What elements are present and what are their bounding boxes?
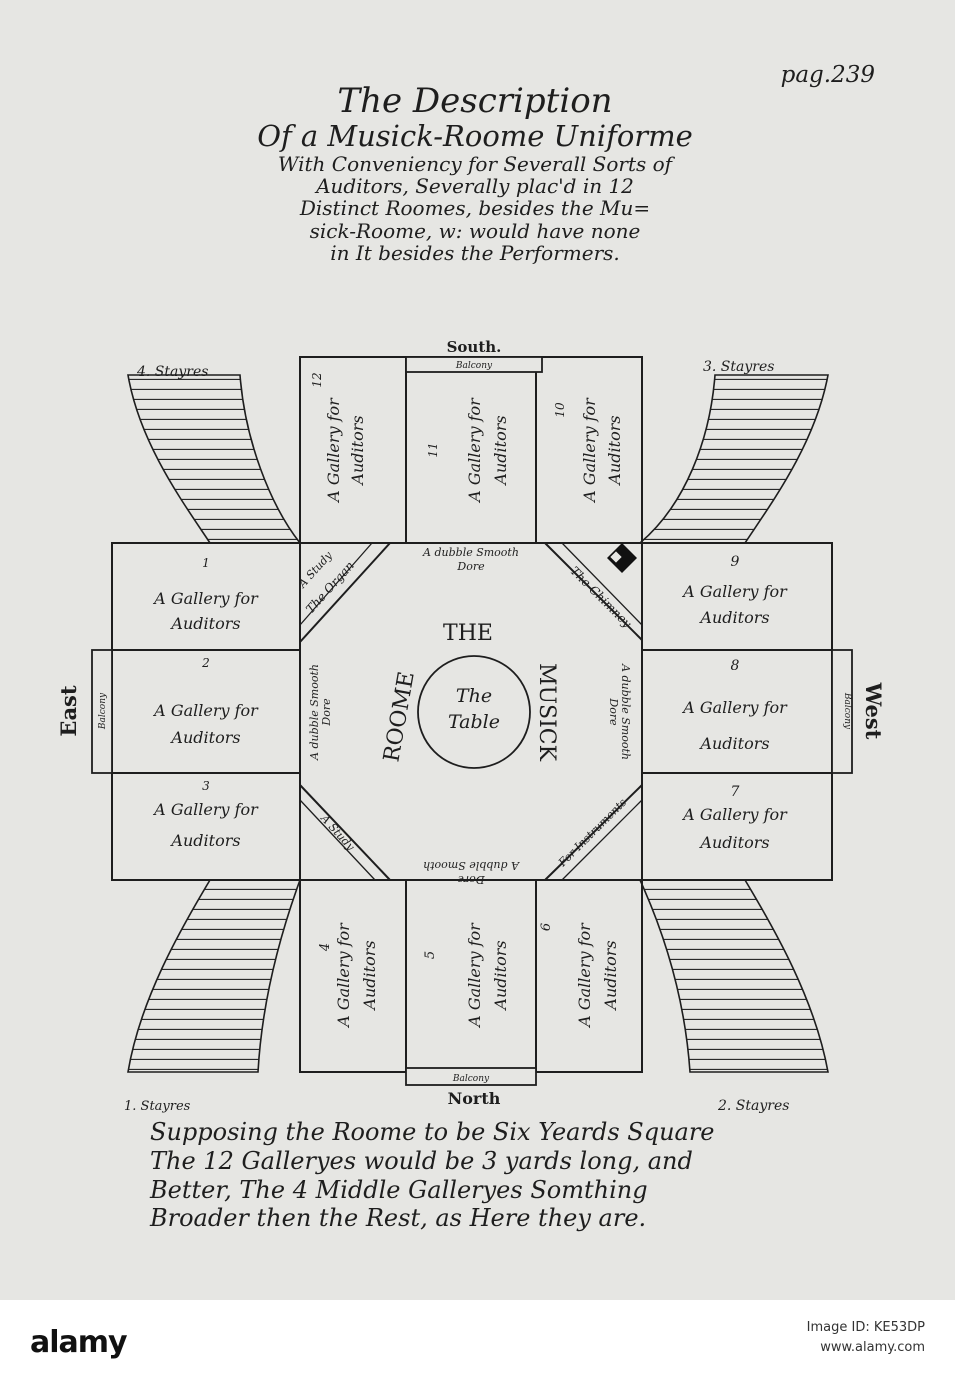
gallery-number: 7: [731, 784, 740, 800]
balcony-label: Balcony: [455, 361, 493, 371]
gallery-12-label: A Gallery for: [324, 397, 343, 504]
gallery-number: 9: [731, 554, 740, 570]
gallery-11-label: A Gallery for: [465, 397, 484, 504]
watermark-bar: [0, 1300, 955, 1390]
room-word-the: THE: [443, 621, 493, 646]
title-line: Of a Musick-Roome Uniforme: [257, 119, 693, 154]
page-number: pag.239: [780, 62, 875, 88]
gallery-3-label: A Gallery for: [152, 800, 259, 819]
title-line: Auditors, Severally plac'd in 12: [316, 173, 634, 198]
balcony-label: Balcony: [98, 692, 108, 730]
image-id: Image ID: KE53DP www.alamy.com: [807, 1318, 925, 1357]
gallery-8-label: A Gallery for: [681, 698, 788, 717]
balcony-west: Balcony: [831, 649, 853, 774]
room-word-roome: ROOME: [379, 670, 419, 764]
room-corners: [299, 542, 643, 881]
compass-north: North: [448, 1089, 501, 1108]
compass-south: South.: [447, 338, 502, 356]
door-north-label: Dore: [457, 873, 486, 886]
music-room-plan: 4. Stayres 3. Stayres 1. Stayres 2. Stay…: [56, 338, 886, 1114]
gallery-7-label: Auditors: [698, 833, 769, 852]
gallery-10-label: Auditors: [605, 415, 624, 486]
title-line: sick-Roome, w: would have none: [309, 218, 641, 243]
gallery-number: 5: [423, 951, 438, 959]
footer-line: The 12 Galleryes would be 3 yards long, …: [150, 1146, 693, 1175]
image-id-line: Image ID: KE53DP: [806, 1320, 925, 1335]
table-label: Table: [448, 711, 500, 733]
gallery-1-label: A Gallery for: [152, 589, 259, 608]
title-block: The Description Of a Musick-Roome Unifor…: [110, 82, 840, 265]
balcony-east: Balcony: [91, 649, 113, 774]
stairs-label-1: 1. Stayres: [124, 1099, 191, 1114]
stairs-nw: [127, 374, 302, 544]
table: The Table: [417, 655, 531, 769]
table-label: The: [456, 685, 492, 707]
study-label: A Study: [317, 811, 357, 854]
footer-line: Better, The 4 Middle Galleryes Somthing: [150, 1175, 648, 1204]
chimney-icon: [607, 543, 637, 573]
gallery-number: 6: [539, 923, 554, 931]
balcony-label: Balcony: [842, 692, 852, 730]
gallery-2-label: A Gallery for: [152, 701, 259, 720]
gallery-6-label: A Gallery for: [575, 922, 594, 1029]
door-south-label: Dore: [456, 560, 485, 573]
chimney-label: The Chimney: [567, 564, 634, 631]
gallery-5-label: A Gallery for: [465, 922, 484, 1029]
title-line: The Description: [337, 81, 613, 121]
gallery-number: 4: [318, 943, 333, 952]
compass-east: East: [56, 685, 81, 736]
door-west-label: Dore: [607, 697, 620, 726]
footer-note: Supposing the Roome to be Six Yeards Squ…: [150, 1118, 715, 1233]
gallery-number: 8: [731, 658, 740, 674]
title-line: in It besides the Performers.: [330, 241, 620, 266]
footer-line: Broader then the Rest, as Here they are.: [150, 1204, 647, 1233]
stairs-label-2: 2. Stayres: [717, 1098, 789, 1114]
footer-line: Supposing the Roome to be Six Yeards Squ…: [150, 1118, 715, 1146]
door-east-label: A dubble Smooth: [308, 664, 321, 761]
balcony-label: Balcony: [452, 1074, 490, 1084]
stairs-label-4: 4. Stayres: [136, 364, 208, 380]
gallery-9-label: A Gallery for: [681, 582, 788, 601]
balcony-south: Balcony: [405, 356, 543, 373]
stairs-label-3: 3. Stayres: [703, 359, 774, 375]
gallery-12-label: Auditors: [348, 415, 367, 486]
gallery-4-label: A Gallery for: [334, 922, 353, 1029]
title-line: Distinct Roomes, besides the Mu=: [299, 196, 651, 221]
door-west-label: A dubble Smooth: [619, 663, 632, 760]
gallery-4-label: Auditors: [360, 940, 379, 1011]
gallery-number: 10: [553, 402, 567, 418]
gallery-6-label: Auditors: [601, 940, 620, 1011]
stairs-ne: [637, 374, 829, 544]
gallery-2-label: Auditors: [169, 728, 240, 747]
gallery-number: 12: [310, 372, 324, 387]
gallery-1-label: Auditors: [169, 614, 240, 633]
gallery-number: 11: [426, 442, 440, 457]
gallery-3-label: Auditors: [169, 831, 240, 850]
door-north-label: A dubble Smooth: [423, 859, 520, 872]
gallery-10-label: A Gallery for: [580, 397, 599, 504]
stairs-se: [638, 879, 829, 1073]
gallery-11-label: Auditors: [491, 415, 510, 486]
gallery-number: 3: [202, 779, 210, 793]
gallery-number: 1: [202, 556, 210, 570]
compass-west: West: [861, 682, 886, 740]
gallery-5-label: Auditors: [491, 940, 510, 1011]
gallery-9-label: Auditors: [698, 608, 769, 627]
gallery-8-label: Auditors: [698, 734, 769, 753]
gallery-7-label: A Gallery for: [681, 805, 788, 824]
alamy-logo: alamy: [30, 1325, 128, 1360]
instruments-label: For Instruments: [555, 796, 629, 870]
image-id-url: www.alamy.com: [820, 1339, 925, 1355]
balcony-north: Balcony: [405, 1067, 537, 1086]
gallery-number: 2: [201, 656, 210, 670]
door-east-label: Dore: [320, 698, 333, 727]
door-south-label: A dubble Smooth: [422, 546, 519, 559]
room-word-musick: MUSICK: [534, 663, 559, 762]
title-line: With Conveniency for Severall Sorts of: [277, 151, 673, 176]
stairs-sw: [127, 879, 302, 1073]
